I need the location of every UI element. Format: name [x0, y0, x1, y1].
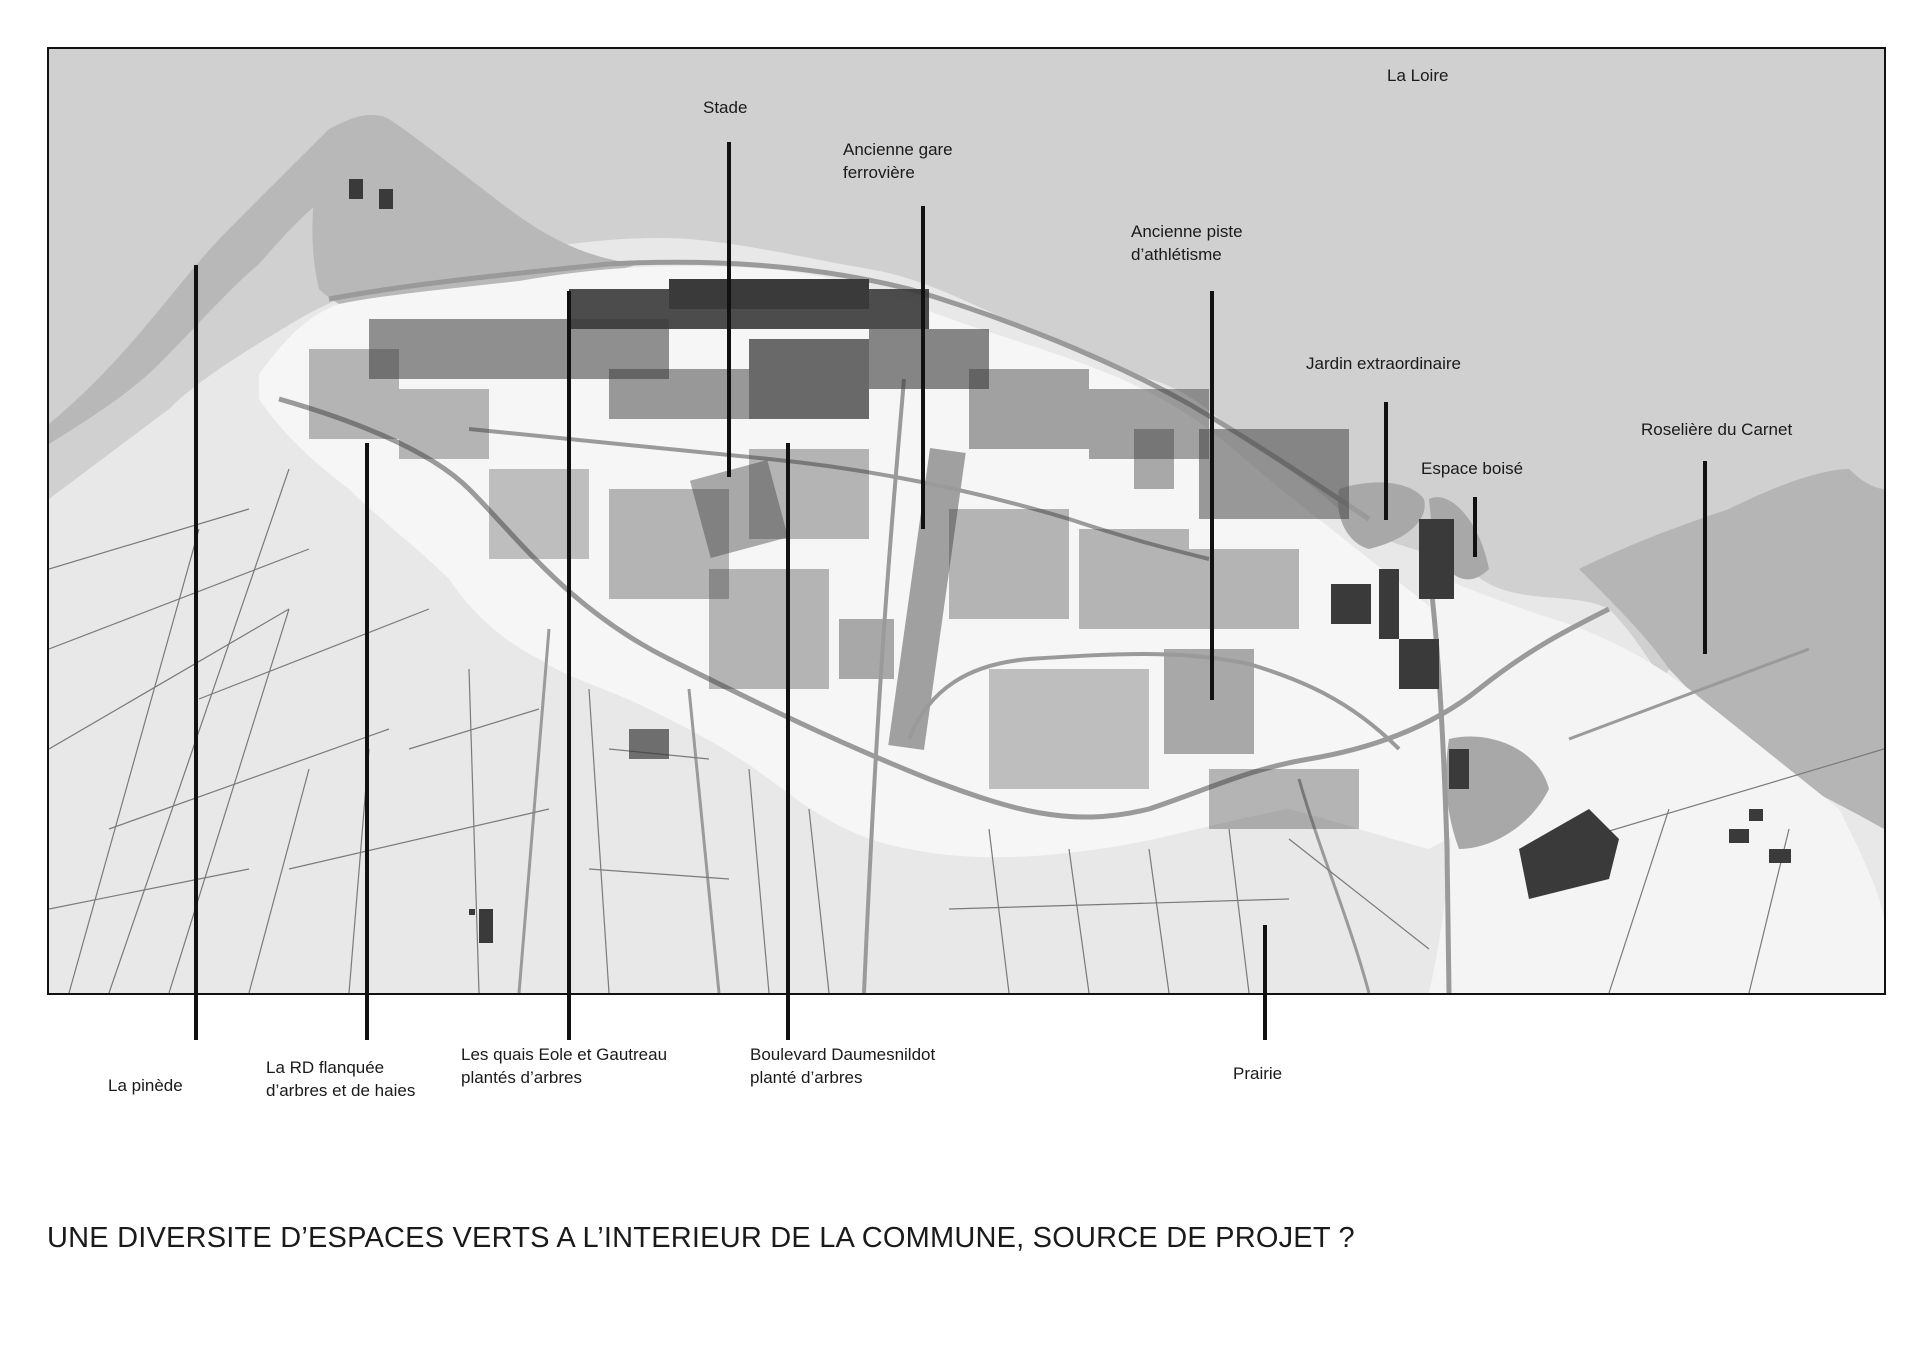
leader-line-stade [727, 142, 731, 477]
label-la-rd: La RD flanquée d’arbres et de haies [266, 1056, 415, 1102]
label-line: Ancienne gare [843, 140, 953, 159]
pinede-strip [49, 129, 358, 444]
label-line: plantés d’arbres [461, 1068, 582, 1087]
pinede-upper [312, 114, 639, 316]
label-line: Boulevard Daumesnildot [750, 1045, 936, 1064]
label-prairie: Prairie [1233, 1064, 1283, 1083]
buildings [309, 179, 1791, 943]
label-roseliere: Roselière du Carnet [1641, 420, 1793, 439]
roseliere-area [1579, 469, 1884, 829]
leader-line-ancienne-piste [1210, 291, 1214, 700]
map-drawing [49, 49, 1884, 993]
leader-line-boulevard [786, 443, 790, 1040]
label-line: d’arbres et de haies [266, 1081, 416, 1100]
label-line: d’athlétisme [1131, 245, 1222, 264]
map-frame [47, 47, 1886, 995]
label-ancienne-gare: Ancienne gare ferrovière [843, 138, 953, 184]
label-line: Ancienne piste [1131, 222, 1243, 241]
page-title: UNE DIVERSITE D’ESPACES VERTS A L’INTERI… [47, 1222, 1355, 1254]
leader-line-prairie [1263, 925, 1267, 1040]
loop-road [907, 652, 1401, 751]
label-quais: Les quais Eole et Gautreau plantés d’arb… [461, 1043, 667, 1089]
quai-road [328, 259, 1371, 522]
label-espace-boise: Espace boisé [1421, 459, 1524, 478]
label-jardin-extraordinaire: Jardin extraordinaire [1306, 354, 1461, 373]
label-la-loire: La Loire [1387, 66, 1449, 85]
stade-field [690, 460, 788, 558]
label-line: La RD flanquée [266, 1058, 385, 1077]
leader-line-quais [567, 291, 571, 1040]
loire-river [49, 49, 1884, 675]
east-road [1426, 568, 1452, 993]
leader-line-la-pinede [194, 265, 198, 1040]
label-line: planté d’arbres [750, 1068, 863, 1087]
label-la-pinede: La pinède [108, 1076, 183, 1095]
gare-field [888, 447, 966, 751]
leader-line-ancienne-gare [921, 206, 925, 529]
label-line: Les quais Eole et Gautreau [461, 1045, 668, 1064]
leader-line-roseliere [1703, 461, 1707, 654]
leader-line-jardin [1384, 402, 1388, 520]
label-line: ferrovière [843, 163, 915, 182]
prairie-field [1446, 736, 1549, 849]
leader-line-espace-boise [1473, 497, 1477, 557]
leader-line-la-rd [365, 443, 369, 1040]
label-stade: Stade [703, 98, 748, 117]
piste-field [1164, 649, 1254, 754]
south-road [517, 628, 551, 993]
label-ancienne-piste: Ancienne piste d’athlétisme [1131, 220, 1243, 266]
label-boulevard: Boulevard Daumesnildot planté d’arbres [750, 1043, 935, 1089]
rail-line [862, 378, 906, 993]
south-road [1297, 778, 1371, 993]
south-road [687, 688, 721, 993]
green-patch [1134, 429, 1174, 489]
boulevard-road [468, 427, 1210, 561]
main-road [278, 396, 1611, 820]
jardin-field [1338, 482, 1425, 549]
east-road [1568, 647, 1810, 741]
